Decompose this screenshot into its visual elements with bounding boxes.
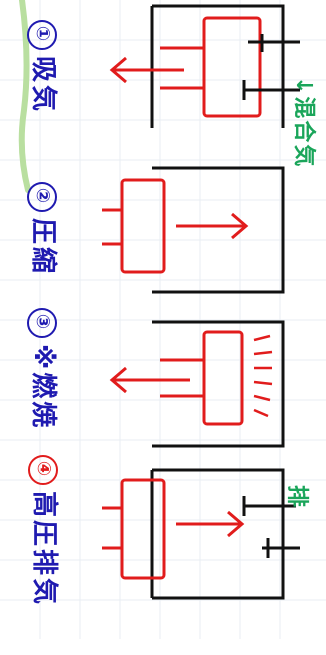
motion-arrowhead-2 [231, 212, 249, 240]
step-2-number: ② [27, 182, 58, 212]
combustion-marks [253, 334, 273, 418]
step-1-label: ① 吸気 [27, 20, 64, 130]
cylinder-3 [152, 320, 285, 448]
step-2-text: 圧縮 [28, 218, 58, 277]
step-3-label: ③ ※燃焼 [27, 308, 64, 478]
step-3-text: ※燃焼 [28, 344, 58, 431]
piston-1 [202, 16, 262, 118]
stroke-1-intake [109, 4, 300, 128]
step-4-text: 高圧排気 [29, 491, 59, 608]
motion-arrowhead-1 [109, 56, 127, 84]
piston-4 [120, 478, 166, 580]
exhaust-out-note: 排 [284, 485, 309, 510]
stroke-3-combustion [109, 320, 285, 448]
piston-2 [120, 178, 166, 274]
margin-line [18, 0, 31, 193]
cylinder-4 [150, 468, 285, 600]
step-4-number: ④ [28, 455, 59, 485]
step-2-label: ② 圧縮 [27, 182, 64, 292]
step-1-text: 吸気 [28, 56, 58, 115]
fuel-in-note: ↓混合気 [291, 76, 316, 169]
motion-arrowhead-3 [109, 366, 127, 394]
cylinder-1 [150, 4, 285, 128]
piston-3 [202, 330, 244, 426]
engine-stroke-diagram: ① 吸気 ② 圧縮 ③ ※燃焼 ④ 高圧排気 ↓混合気 排 [0, 0, 326, 639]
step-4-label: ④ 高圧排気 [28, 455, 65, 655]
stroke-4-exhaust [102, 468, 300, 600]
cylinder-2 [152, 166, 285, 294]
step-3-number: ③ [27, 308, 58, 338]
diagram-canvas [0, 0, 326, 639]
step-1-number: ① [27, 20, 58, 50]
motion-arrowhead-4 [227, 510, 245, 538]
stroke-2-compression [102, 166, 285, 294]
